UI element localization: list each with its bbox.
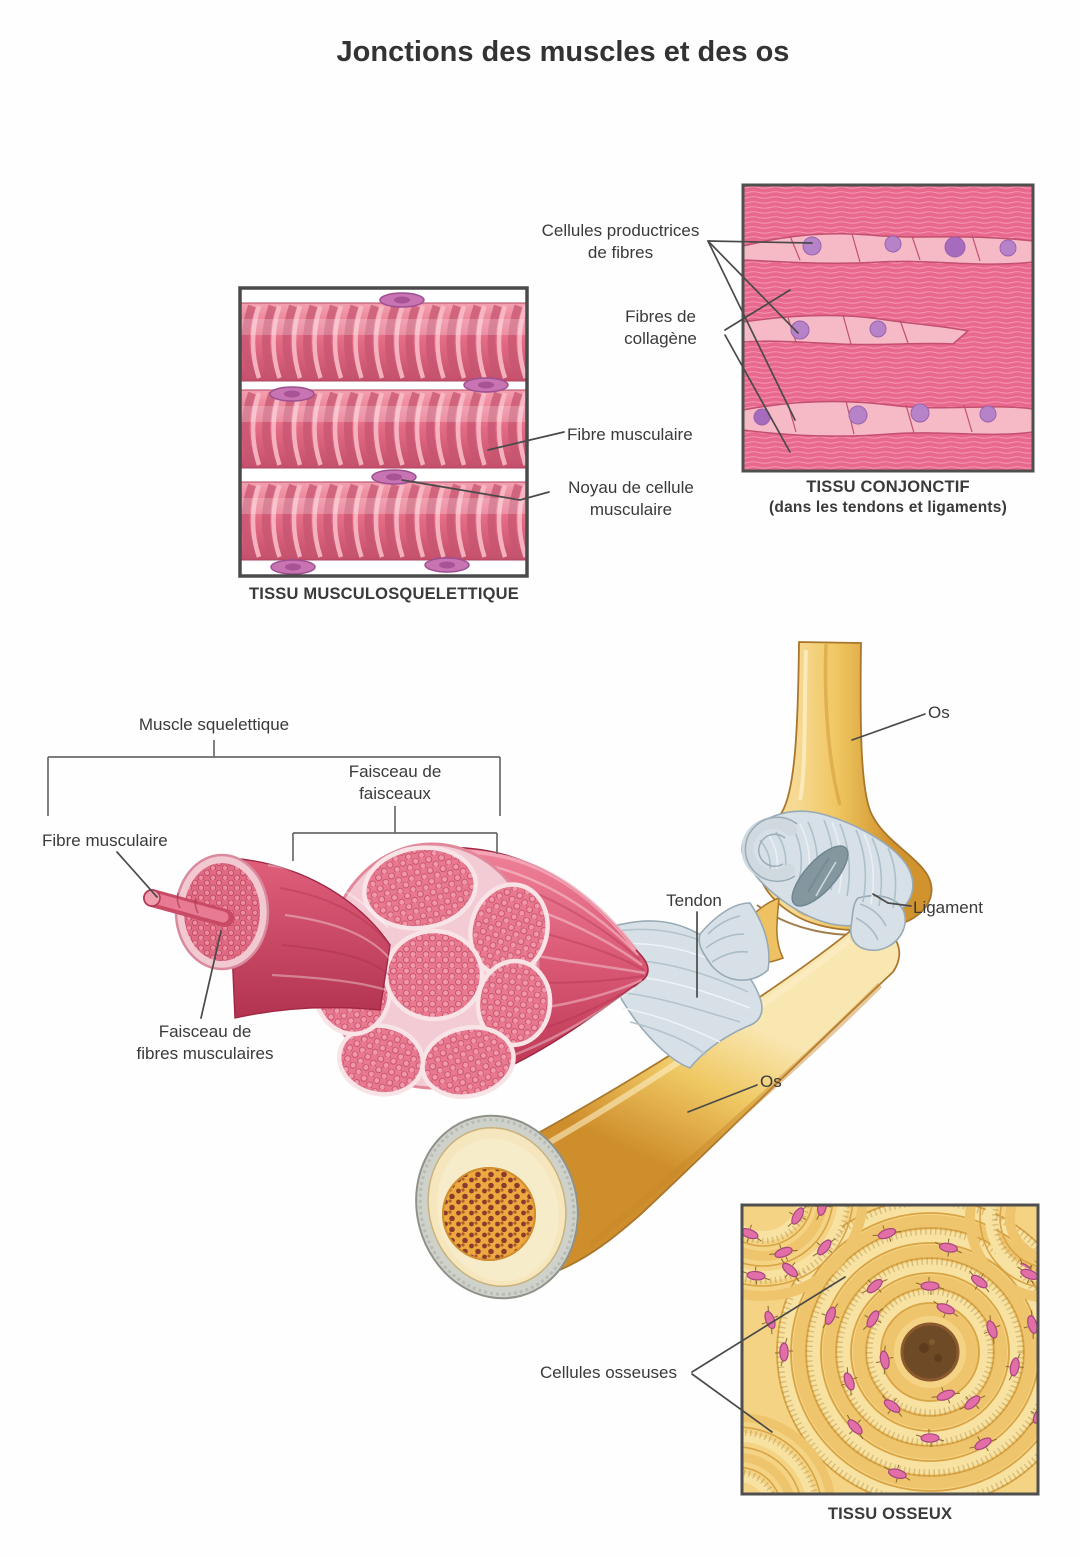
label-faisceau-fibres-musculaires: Faisceau de fibres musculaires xyxy=(136,1022,274,1064)
caption-tissu-conjonctif-sub: (dans les tendons et ligaments) xyxy=(769,499,1007,516)
ligament-shape xyxy=(698,810,914,981)
panel-bone-tissue xyxy=(740,1203,1040,1496)
label-faisceau-de-faisceaux: Faisceau de faisceaux xyxy=(348,762,442,804)
label-os-haut: Os xyxy=(928,703,950,722)
caption-tissu-osseux: TISSU OSSEUX xyxy=(827,1505,953,1523)
label-ligament: Ligament xyxy=(913,898,983,917)
caption-tissu-conjonctif: TISSU CONJONCTIF xyxy=(806,478,970,496)
label-tendon: Tendon xyxy=(666,891,722,910)
label-cellules-productrices: Cellules productrices de fibres xyxy=(541,221,700,263)
leader-lines xyxy=(116,240,926,1433)
fascicle-cylinder xyxy=(143,853,392,1019)
lower-bone xyxy=(415,916,901,1300)
page-title: Jonctions des muscles et des os xyxy=(336,36,790,68)
panel-muscle-tissue xyxy=(238,286,529,578)
label-cellules-osseuses: Cellules osseuses xyxy=(540,1363,678,1382)
caption-tissu-musculosquelettique: TISSU MUSCULOSQUELETTIQUE xyxy=(249,585,519,603)
label-fibre-musculaire-panel: Fibre musculaire xyxy=(567,425,693,444)
bracket-muscle-squelettique xyxy=(47,740,501,816)
label-fibres-collagene: Fibres de collagène xyxy=(624,307,697,349)
junction-illustration xyxy=(47,240,933,1433)
panel-connective-tissue xyxy=(741,183,1035,473)
label-fibre-musculaire-junction: Fibre musculaire xyxy=(42,831,168,850)
label-muscle-squelettique: Muscle squelettique xyxy=(138,715,290,734)
bracket-faisceau-de-faisceaux xyxy=(292,806,498,861)
label-noyau-cellule: Noyau de cellule musculaire xyxy=(568,478,694,520)
label-os-bas: Os xyxy=(760,1072,782,1091)
